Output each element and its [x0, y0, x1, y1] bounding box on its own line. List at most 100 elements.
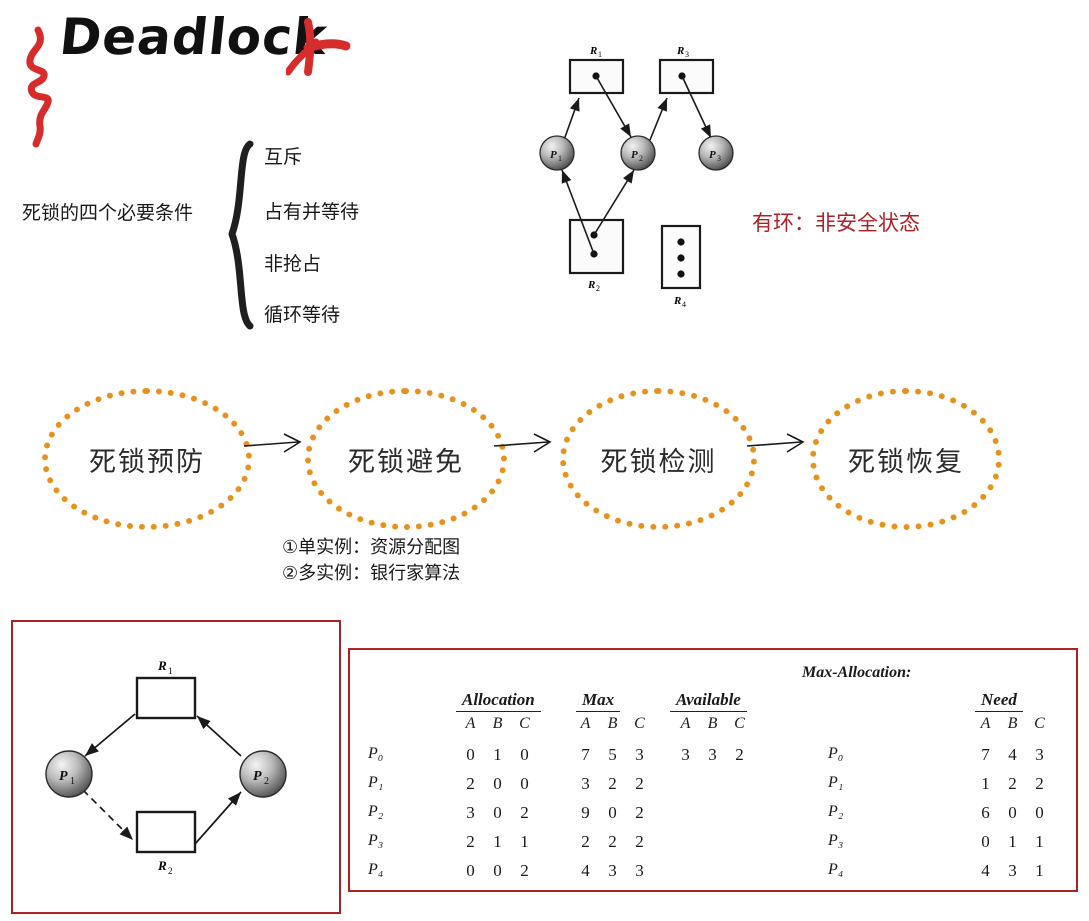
table-row: 9 0 2: [581, 803, 644, 822]
conditions-label: 死锁的四个必要条件: [22, 203, 194, 224]
edge-R2-P2: [593, 169, 635, 236]
svg-text:R: R: [676, 45, 684, 57]
process-node-P3: P 3: [698, 135, 734, 171]
col-B: B: [492, 715, 503, 732]
table-row: 3 2 2: [581, 774, 644, 793]
row-label-P0: P₀: [368, 745, 384, 762]
row-label-P2: P₂: [368, 803, 384, 820]
svg-text:P: P: [631, 149, 638, 161]
max-allocation-title: Max-Allocation:: [802, 664, 912, 681]
svg-text:R: R: [587, 279, 595, 291]
flow-node-label: 死锁检测: [600, 446, 717, 477]
title-decor-left-icon: [26, 26, 52, 148]
table-row: 1 2 2: [981, 774, 1044, 793]
edge-P2-R3: [649, 97, 668, 141]
table-row: 0 1 1: [981, 832, 1044, 851]
flow-arrow-1-icon: [493, 433, 552, 453]
svg-text:4: 4: [682, 300, 686, 309]
flow-node-label: 死锁避免: [348, 446, 464, 477]
column-headers-max: A B C: [580, 715, 645, 732]
row-label-P1-need: P₁: [828, 774, 844, 791]
edge-R2-P2: [194, 791, 242, 845]
table-row: 7 4 3: [981, 745, 1044, 764]
title-decor-right-icon: [286, 18, 351, 76]
resource-node-R4: R 4: [660, 224, 702, 309]
svg-text:R: R: [157, 858, 167, 873]
column-headers-need: A B C: [980, 715, 1045, 732]
resource-node-R2: R 2: [135, 810, 197, 876]
svg-text:3: 3: [717, 154, 721, 163]
curly-brace-icon: [228, 140, 254, 330]
table-header-need: Need: [975, 690, 1023, 712]
table-header-max: Max: [576, 690, 621, 712]
resource-allocation-graph-bottom: R 1 R 2 P 1 P 2: [45, 658, 287, 876]
process-node-P1: P 1: [539, 135, 575, 171]
table-row: 0 0 2: [466, 861, 529, 880]
resource-node-R1: R 1: [568, 45, 625, 95]
svg-text:3: 3: [685, 50, 689, 59]
edge-R1-P1: [84, 713, 136, 757]
table-row: 4 3 1: [981, 861, 1044, 880]
edge-R1-P2: [595, 75, 632, 138]
table-header-allocation: Allocation: [456, 690, 541, 712]
process-node-P2: P 2: [620, 135, 656, 171]
edge-P1-R1: [563, 97, 580, 141]
svg-text:1: 1: [558, 154, 562, 163]
rag-bottom-panel: R 1 R 2 P 1 P 2: [11, 620, 341, 914]
condition-item-0: 互斥: [264, 147, 303, 168]
banker-algorithm-panel: Max-Allocation: Allocation A B C 0 1 0 2…: [348, 648, 1078, 892]
svg-text:1: 1: [168, 666, 173, 676]
cycle-annotation: 有环：非安全状态: [752, 212, 920, 235]
svg-text:P: P: [59, 769, 68, 784]
flow-arrow-0-icon: [243, 433, 302, 453]
svg-text:1: 1: [70, 776, 75, 787]
edge-P2-R1: [196, 715, 242, 757]
table-row: 6 0 0: [981, 803, 1044, 822]
svg-text:R: R: [673, 295, 681, 307]
table-row: 4 3 3: [581, 861, 644, 880]
condition-item-3: 循环等待: [264, 305, 341, 326]
flow-node-label: 死锁恢复: [848, 446, 964, 477]
edge-R3-P3: [681, 75, 712, 139]
flow-node-recovery[interactable]: 死锁恢复: [810, 388, 1002, 530]
flow-note: ①单实例：资源分配图 ②多实例：银行家算法: [282, 534, 460, 586]
resource-node-R1: R 1: [135, 658, 197, 720]
table-row: 2 2 2: [581, 832, 644, 851]
svg-text:2: 2: [639, 154, 643, 163]
table-row: 2 0 0: [466, 774, 529, 793]
resource-node-R2: R 2: [568, 218, 625, 293]
table-row: 3 0 2: [466, 803, 529, 822]
condition-item-1: 占有并等待: [264, 202, 360, 223]
row-label-P4: P₄: [368, 861, 384, 878]
row-label-P0-need: P₀: [828, 745, 844, 762]
flow-arrow-2-icon: [746, 433, 805, 453]
row-label-P4-need: P₄: [828, 861, 844, 878]
col-C: C: [519, 715, 530, 732]
column-headers-allocation: A B C: [457, 715, 538, 733]
resource-allocation-graph-top: R 1 R 3 R 2 R 4 P 1 P 2: [539, 45, 734, 309]
flow-note-line-1: ②多实例：银行家算法: [282, 563, 461, 583]
svg-text:P: P: [709, 149, 716, 161]
process-node-P1: P 1: [45, 750, 93, 798]
process-node-P2: P 2: [239, 750, 287, 798]
flow-node-detection[interactable]: 死锁检测: [560, 388, 757, 530]
flow-node-avoidance[interactable]: 死锁避免: [305, 388, 507, 530]
flow-note-line-0: ①单实例：资源分配图: [282, 537, 461, 557]
row-label-P1: P₁: [368, 774, 384, 791]
svg-text:2: 2: [264, 776, 269, 787]
svg-text:R: R: [589, 45, 597, 57]
svg-text:2: 2: [596, 284, 600, 293]
table-row: 7 5 3: [581, 745, 644, 764]
edge-P1-R2-claim: [82, 789, 134, 841]
table-row: 2 1 1: [466, 832, 529, 851]
col-A: A: [465, 715, 476, 732]
table-header-available: Available: [670, 690, 747, 712]
svg-text:R: R: [157, 658, 167, 673]
svg-text:2: 2: [168, 866, 173, 876]
flow-node-prevention[interactable]: 死锁预防: [42, 388, 252, 530]
table-row: 3 3 2: [681, 745, 744, 764]
svg-text:P: P: [550, 149, 557, 161]
column-headers-available: A B C: [680, 715, 745, 732]
svg-text:1: 1: [598, 50, 602, 59]
row-label-P2-need: P₂: [828, 803, 844, 820]
